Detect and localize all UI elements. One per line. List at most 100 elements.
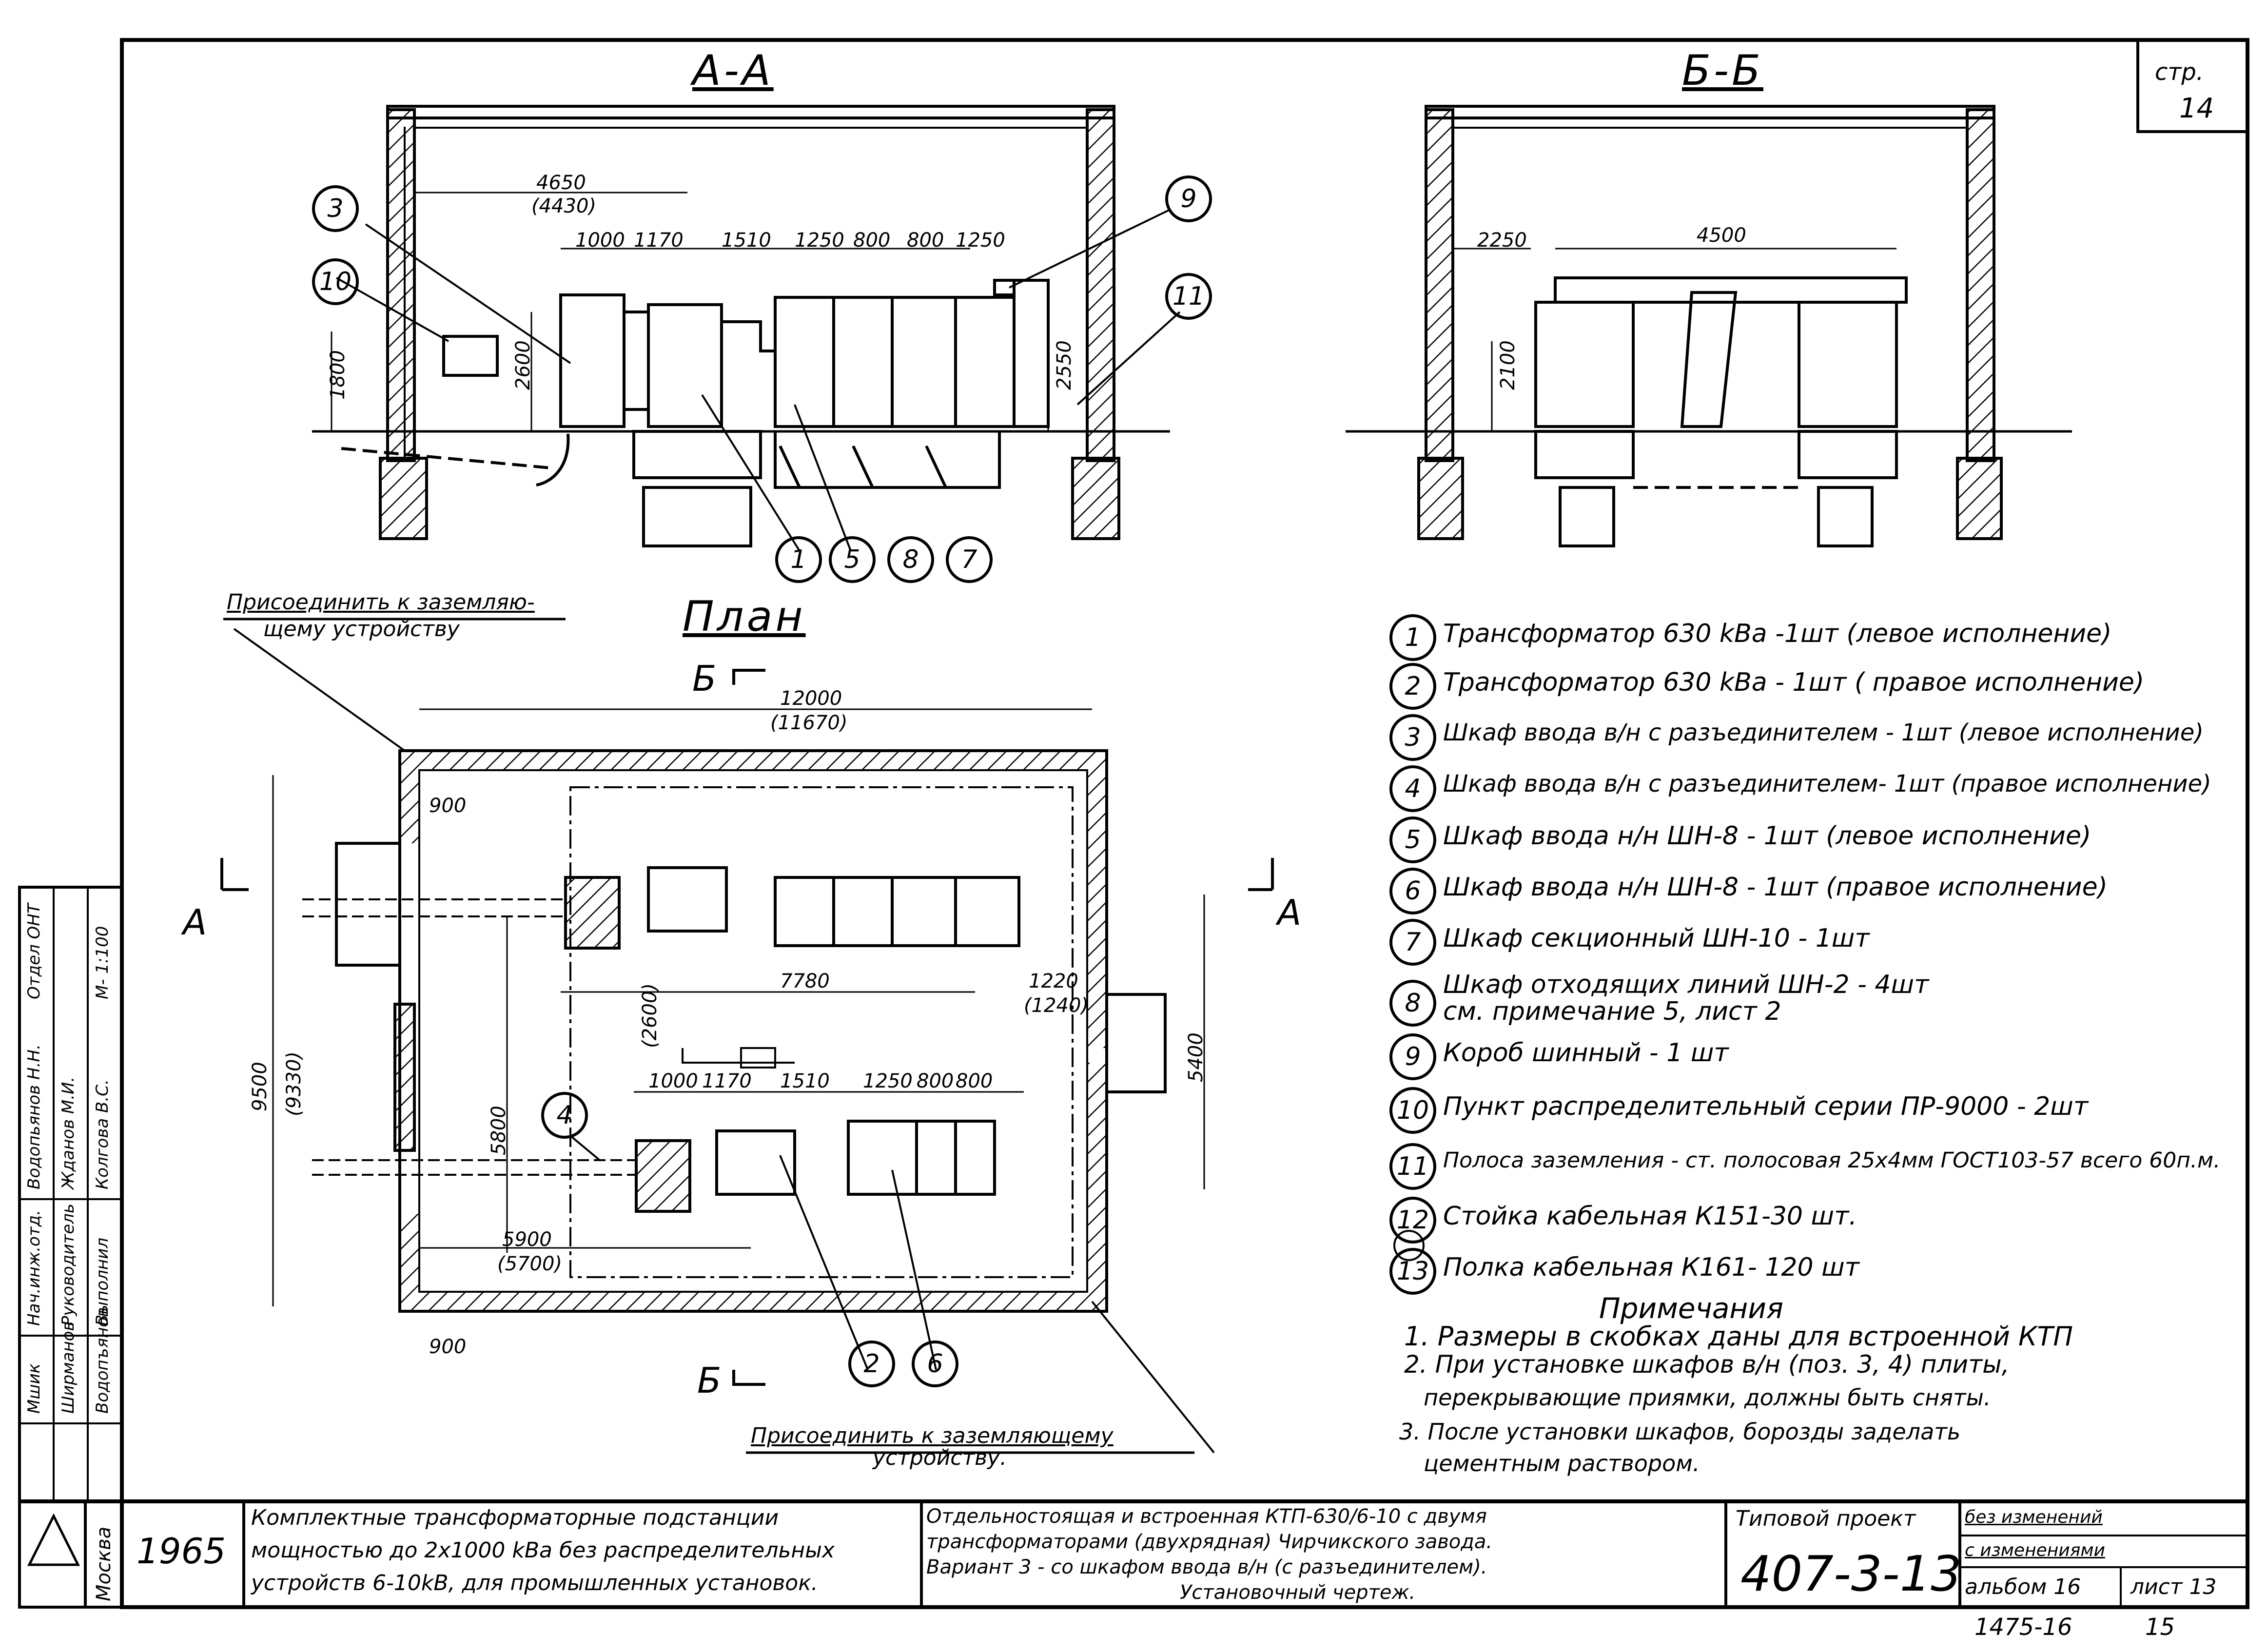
sheet-desc-line: Установочный чертеж. [1180, 1581, 1416, 1604]
page-number: 14 [2179, 93, 2214, 124]
position-marker: 11 [1165, 273, 1212, 320]
stamp-names: Жданов М.И. [59, 1076, 78, 1189]
legend-item: Трансформатор 630 kВа - 1шт ( правое исп… [1443, 668, 2145, 697]
stamp-names: Водопьянов Н.Н. [24, 1044, 44, 1189]
title-city: Москва [93, 1526, 115, 1601]
stamp-signature: Ширманов [59, 1321, 78, 1414]
section-bb-drawing [1346, 105, 2072, 547]
bb-dim-lines [1453, 248, 1896, 431]
legend-marker: 3 [1389, 714, 1436, 761]
legend-item: Шкаф секционный ШН-10 - 1шт [1443, 924, 1870, 953]
plan-dim-label: 5800 [488, 1106, 510, 1155]
notes-title: Примечания [1599, 1292, 1783, 1325]
aa-dim-label: 800 [907, 229, 944, 252]
stamp-org: Отдел ОНТ [24, 903, 44, 999]
aa-dim-label: 4650 [536, 172, 586, 194]
cut-label-b-bottom: Б [697, 1360, 722, 1401]
legend-marker: 10 [1389, 1087, 1436, 1134]
sheet-label: лист 13 [2130, 1574, 2217, 1599]
aa-dim-label: 1000 [575, 229, 625, 252]
note-item: 3. После установки шкафов, борозды задел… [1399, 1419, 1961, 1445]
cut-markers [220, 669, 1274, 1386]
typ-project-label: Типовой проект [1736, 1506, 1916, 1531]
position-marker: 2 [848, 1341, 895, 1387]
position-marker: 8 [887, 536, 934, 583]
stamp-signature: Водопъянов [93, 1307, 112, 1414]
ground-callout-bottom-line2: устройству. [873, 1445, 1007, 1470]
ground-callout-bottom-line1: Присоединить к заземляющему [751, 1423, 1114, 1448]
section-aa-drawing [312, 105, 1170, 547]
plan-dim-label: 5900 [502, 1228, 552, 1251]
position-marker: 1 [775, 536, 822, 583]
cut-label-a-right: А [1277, 892, 1302, 933]
stamp-names: Колгова В.С. [93, 1079, 112, 1189]
aa-dim-lines [331, 192, 1049, 431]
project-desc-line: устройств 6-10kВ, для промышленных устан… [251, 1571, 818, 1595]
aa-dim-label: 1250 [795, 229, 844, 252]
legend-item: Пункт распределительный серии ПР-9000 - … [1443, 1092, 2089, 1121]
revision-note: с изменениями [1965, 1540, 2105, 1560]
aa-dim-label: (4430) [531, 195, 597, 217]
legend-marker: 7 [1389, 919, 1436, 966]
legend-marker: 1 [1389, 614, 1436, 661]
legend-marker: 2 [1389, 663, 1436, 710]
title-year: 1965 [137, 1531, 226, 1572]
note-item: 1. Размеры в скобках даны для встроенной… [1404, 1321, 2073, 1352]
plan-drawing [302, 749, 1167, 1313]
position-marker: 4 [541, 1092, 588, 1139]
plan-dim-label: 1510 [780, 1070, 830, 1092]
aa-dim-label: 1800 [327, 350, 349, 400]
plan-dim-label: 1170 [702, 1070, 752, 1092]
aa-dim-label: 1250 [956, 229, 1005, 252]
position-marker: 7 [946, 536, 993, 583]
plan-dim-label: 1250 [863, 1070, 913, 1092]
sheet-desc-line: Вариант 3 - со шкафом ввода в/н (с разъе… [926, 1556, 1487, 1578]
legend-item: Короб шинный - 1 шт [1443, 1038, 1729, 1068]
legend-item: Стойка кабельная К151-30 шт. [1443, 1202, 1857, 1231]
aa-dim-label: 2550 [1053, 340, 1075, 390]
legend-item: Шкаф ввода в/н с разъединителем- 1шт (пр… [1443, 770, 2211, 797]
legend-marker: 6 [1389, 868, 1436, 914]
position-marker: 6 [912, 1341, 958, 1387]
aa-dim-label: 1510 [722, 229, 771, 252]
page-number-box [2136, 40, 2247, 133]
note-item: цементным раствором. [1424, 1450, 1700, 1477]
legend-item: Шкаф отходящих линий ШН-2 - 4шт [1443, 970, 1929, 999]
legend-marker: 12 [1389, 1197, 1436, 1244]
position-marker: 9 [1165, 175, 1212, 222]
plan-dim-label: (11670) [770, 712, 848, 734]
plan-dim-label: 800 [917, 1070, 954, 1092]
project-desc-line: мощностью до 2х1000 kВа без распределите… [251, 1538, 835, 1563]
legend-marker: 13 [1389, 1248, 1436, 1295]
plan-title: План [683, 592, 806, 641]
plan-dim-label: 12000 [780, 687, 842, 710]
project-desc-line: Комплектные трансформаторные подстанции [251, 1505, 779, 1530]
legend-item: Шкаф ввода н/н ШН-8 - 1шт (левое исполне… [1443, 821, 2091, 851]
plan-dim-label: 1000 [648, 1070, 698, 1092]
plan-dim-label: (9330) [283, 1051, 305, 1116]
legend-item: Полоса заземления - ст. полосовая 25х4мм… [1443, 1148, 2221, 1173]
aa-dim-label: 1170 [634, 229, 684, 252]
section-aa-title: А-А [692, 46, 774, 95]
plan-dim-label: 5400 [1185, 1032, 1207, 1082]
legend-marker: 8 [1389, 980, 1436, 1027]
leader-lines [233, 209, 1215, 1454]
position-marker: 5 [829, 536, 876, 583]
stamp-scale: М- 1:100 [93, 926, 112, 999]
album-label: альбом 16 [1965, 1574, 2081, 1599]
stamp-role: Нач.инж.отд. [24, 1210, 44, 1326]
legend-marker: 4 [1389, 765, 1436, 812]
stamp-signature: Мшик [24, 1363, 44, 1414]
cut-label-a-left: А [183, 902, 207, 943]
footer-code: 1475-16 [1974, 1613, 2072, 1641]
legend-item: Шкаф ввода н/н ШН-8 - 1шт (правое исполн… [1443, 873, 2108, 902]
page-label: стр. [2155, 58, 2204, 86]
position-marker: 3 [312, 185, 359, 232]
legend-marker: 11 [1389, 1143, 1436, 1190]
plan-dim-label: (5700) [497, 1253, 563, 1275]
plan-dim-label: (1240) [1024, 994, 1089, 1017]
plan-dim-lines [272, 708, 1205, 1306]
legend-marker: 9 [1389, 1033, 1436, 1080]
footer-number: 15 [2145, 1613, 2175, 1641]
